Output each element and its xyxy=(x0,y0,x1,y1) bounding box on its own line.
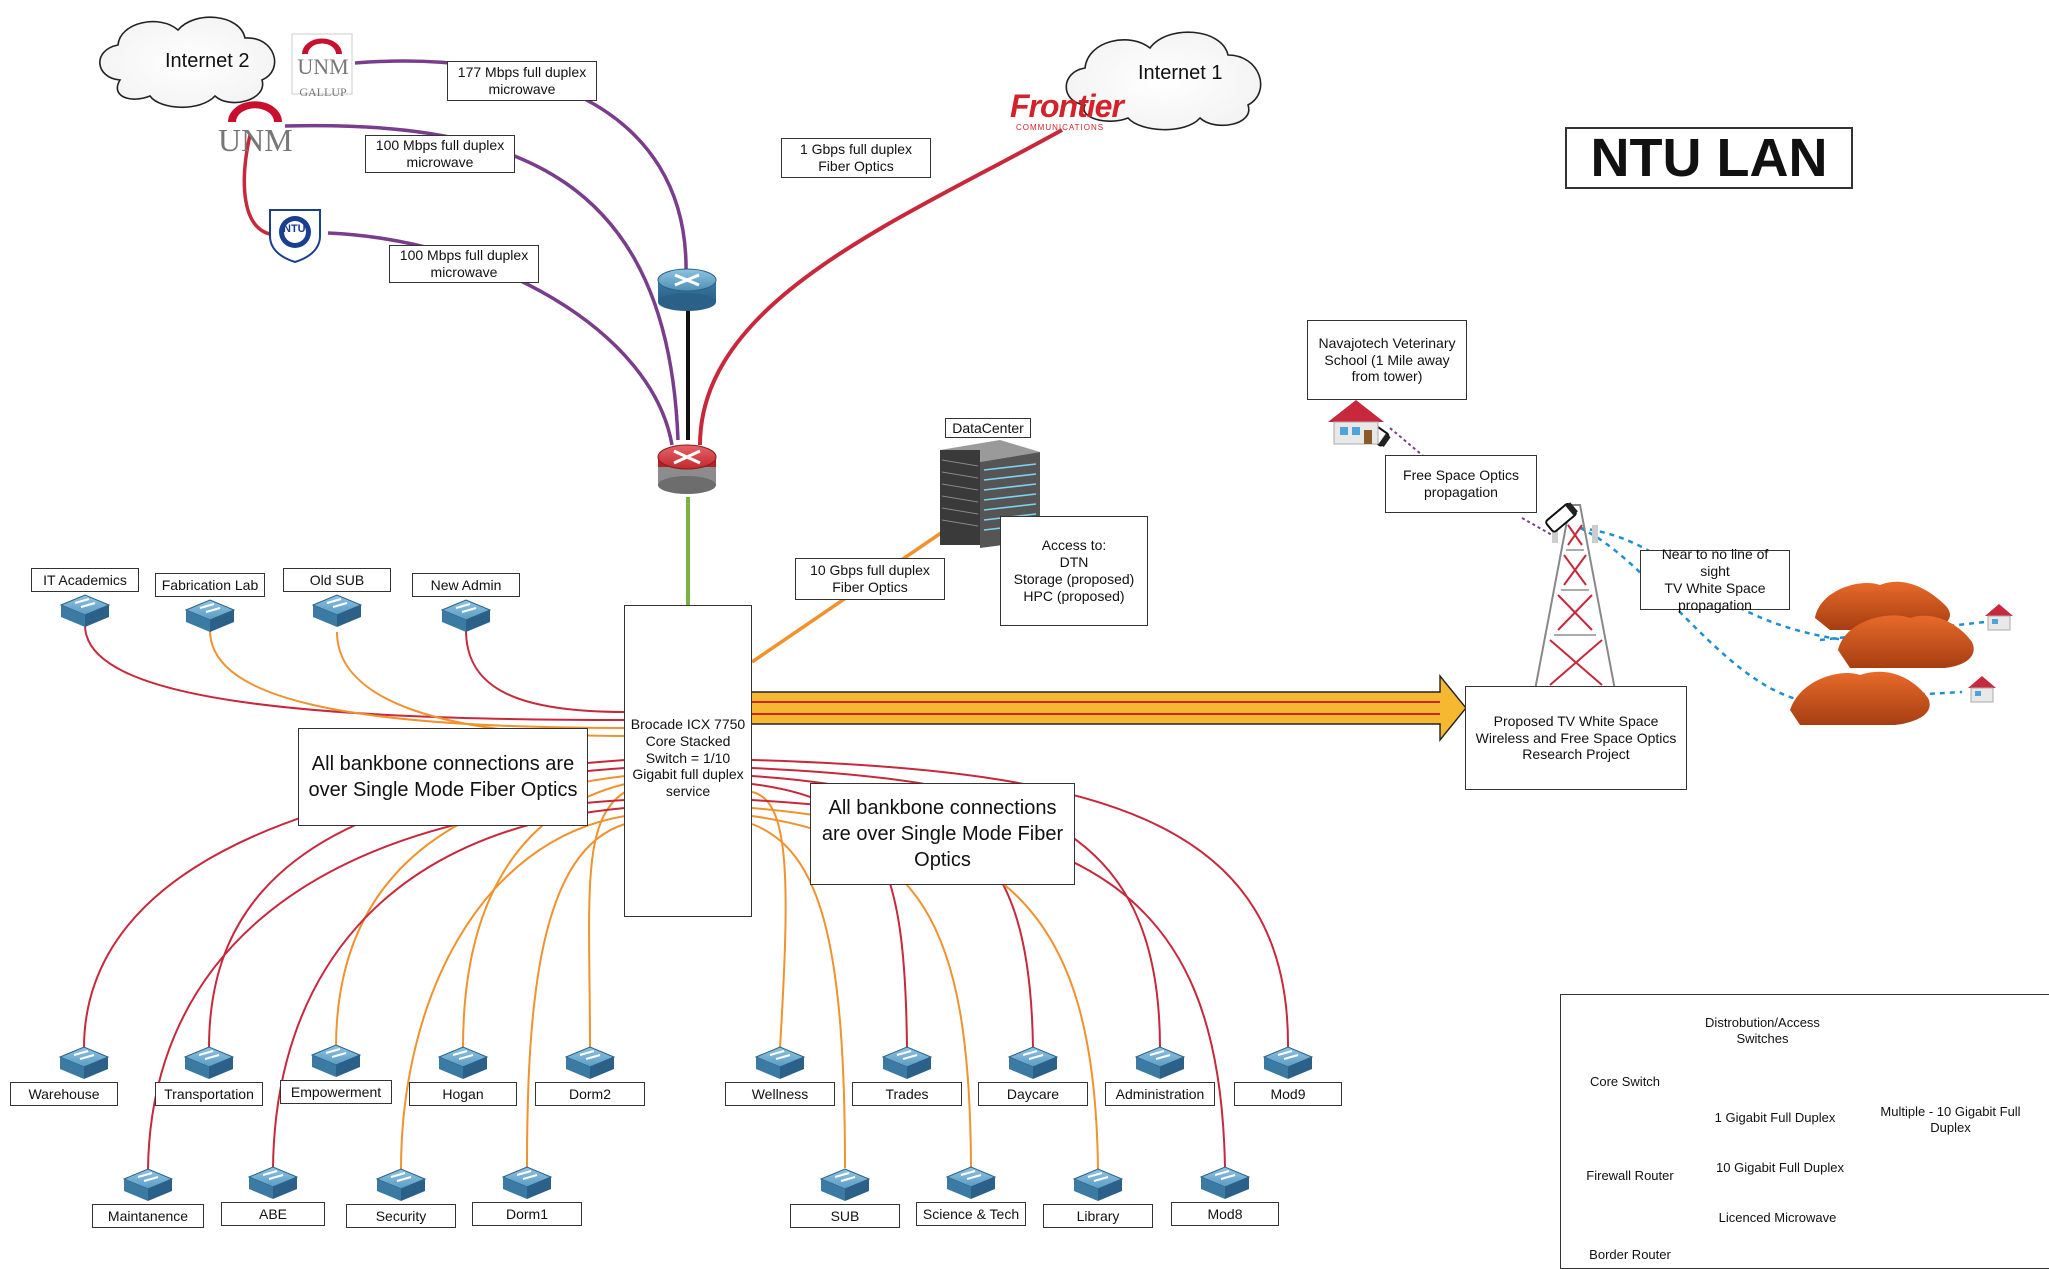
internet1-cloud xyxy=(1065,31,1262,131)
link-label-1gbps: 1 Gbps full duplex Fiber Optics xyxy=(781,138,931,178)
building-label-wellness: Wellness xyxy=(725,1082,835,1106)
unm-gallup-logo-text: UNM GALLUP xyxy=(294,56,352,100)
switch-icon-dorm1 xyxy=(501,1166,553,1199)
switch-icon-library xyxy=(1072,1168,1124,1201)
fso-transceiver-tower-icon xyxy=(1545,502,1578,533)
frontier-logo-subtext: COMMUNICATIONS xyxy=(1016,123,1105,132)
internet2-label: Internet 2 xyxy=(165,50,250,72)
building-label-daycare: Daycare xyxy=(978,1082,1088,1106)
building-label-security: Security xyxy=(346,1204,456,1228)
switch-icon-wellness xyxy=(754,1046,806,1079)
building-label-mod9: Mod9 xyxy=(1234,1082,1342,1106)
switch-icon-transportation xyxy=(183,1046,235,1079)
switch-icon-abe xyxy=(247,1166,299,1199)
building-label-science-tech: Science & Tech xyxy=(916,1202,1026,1226)
switch-icon-sub xyxy=(819,1168,871,1201)
building-label-fabrication-lab: Fabrication Lab xyxy=(155,573,265,597)
legend-multi10-label: Multiple - 10 Gigabit Full Duplex xyxy=(1880,1104,2021,1136)
switch-icon-security xyxy=(375,1168,427,1201)
switch-icon-trades xyxy=(881,1046,933,1079)
vet-school-label: Navajotech Veterinary School (1 Mile awa… xyxy=(1307,320,1467,400)
building-label-warehouse: Warehouse xyxy=(10,1082,118,1106)
fiber-link-frontier xyxy=(698,128,1063,446)
building-label-trades: Trades xyxy=(852,1082,962,1106)
legend-dist-switches-label: Distrobution/Access Switches xyxy=(1705,1015,1820,1047)
switch-icon-maintanence xyxy=(122,1168,174,1201)
building-label-dorm2: Dorm2 xyxy=(535,1082,645,1106)
microwave-link-100a xyxy=(284,123,680,441)
legend-firewall-label: Firewall Router xyxy=(1586,1168,1674,1183)
internet2-cloud xyxy=(99,16,276,108)
school-house-icon xyxy=(1328,400,1384,445)
switch-icon-warehouse xyxy=(58,1046,110,1079)
building-label-administration: Administration xyxy=(1105,1082,1215,1106)
building-label-old-sub: Old SUB xyxy=(283,568,391,592)
switch-icon-fabrication-lab xyxy=(184,599,236,632)
building-label-it-academics: IT Academics xyxy=(31,568,139,592)
link-label-100mbps-b: 100 Mbps full duplex microwave xyxy=(389,245,539,283)
switch-icon-hogan xyxy=(437,1046,489,1079)
building-label-transportation: Transportation xyxy=(155,1082,263,1106)
ntu-badge-text: NTU xyxy=(283,223,306,235)
legend-border-label: Border Router xyxy=(1589,1247,1671,1262)
switch-icon-mod8 xyxy=(1199,1166,1251,1199)
switch-icon-administration xyxy=(1134,1046,1186,1079)
switch-icon-empowerment xyxy=(310,1044,362,1077)
unm-logo-icon xyxy=(228,101,282,122)
internet1-label: Internet 1 xyxy=(1138,62,1223,84)
fso-propagation-label: Free Space Optics propagation xyxy=(1385,455,1537,513)
unm-gallup-top-text: UNM xyxy=(297,54,349,79)
switch-icon-old-sub xyxy=(311,594,363,627)
unm-logo-text: UNM xyxy=(218,122,293,158)
house-icon-1 xyxy=(1985,604,2013,631)
switch-icon-mod9 xyxy=(1262,1046,1314,1079)
link-label-100mbps-a: 100 Mbps full duplex microwave xyxy=(365,135,515,173)
border-router-icon xyxy=(657,268,717,311)
unm-gallup-bottom-text: GALLUP xyxy=(299,85,347,99)
building-label-library: Library xyxy=(1043,1204,1153,1228)
switch-icon-it-academics xyxy=(59,594,111,627)
switch-icon-dorm2 xyxy=(564,1046,616,1079)
firewall-router-icon xyxy=(657,444,717,494)
building-label-hogan: Hogan xyxy=(409,1082,517,1106)
frontier-logo-text: Frontier xyxy=(1010,88,1124,124)
datacenter-server-icon xyxy=(940,440,1040,548)
microwave-link-100b xyxy=(327,231,674,446)
core-switch-box: Brocade ICX 7750 Core Stacked Switch = 1… xyxy=(624,605,752,917)
house-icon-2 xyxy=(1968,676,1996,703)
legend-microwave-label: Licenced Microwave xyxy=(1718,1210,1837,1225)
link-label-10gbps: 10 Gbps full duplex Fiber Optics xyxy=(795,558,945,600)
building-label-dorm1: Dorm1 xyxy=(472,1202,582,1226)
building-label-new-admin: New Admin xyxy=(412,573,520,597)
legend-1g-label: 1 Gigabit Full Duplex xyxy=(1714,1110,1836,1125)
tvws-propagation-label: Near to no line of sight TV White Space … xyxy=(1640,546,1790,613)
legend-core-switch-label: Core Switch xyxy=(1589,1074,1661,1089)
building-label-mod8: Mod8 xyxy=(1171,1202,1279,1226)
legend-10g-label: 10 Gigabit Full Duplex xyxy=(1716,1160,1844,1175)
cell-tower-icon xyxy=(1533,504,1617,691)
backbone-note-right: All bankbone connections are over Single… xyxy=(810,783,1075,885)
datacenter-label: DataCenter xyxy=(945,418,1031,438)
unm-gallup-logo-icon xyxy=(291,33,353,95)
research-project-arrow xyxy=(749,674,1467,742)
switch-icon-science-tech xyxy=(945,1166,997,1199)
hills-terrain-icon xyxy=(1790,581,1974,725)
backbone-note-left: All bankbone connections are over Single… xyxy=(298,728,588,826)
building-label-maintanence: Maintanence xyxy=(92,1204,204,1228)
building-label-abe: ABE xyxy=(221,1202,325,1226)
link-label-177mbps: 177 Mbps full duplex microwave xyxy=(447,61,597,101)
legend-panel xyxy=(1560,994,2049,1269)
microwave-link-unm-ntu xyxy=(242,134,279,237)
page-title: NTU LAN xyxy=(1565,127,1853,189)
datacenter-access-box: Access to: DTN Storage (proposed) HPC (p… xyxy=(1000,516,1148,626)
research-project-label: Proposed TV White Space Wireless and Fre… xyxy=(1465,686,1687,790)
switch-icon-new-admin xyxy=(440,599,492,632)
building-label-empowerment: Empowerment xyxy=(280,1080,392,1104)
switch-icon-daycare xyxy=(1007,1046,1059,1079)
building-label-sub: SUB xyxy=(790,1204,900,1228)
ntu-badge-icon xyxy=(269,209,321,264)
